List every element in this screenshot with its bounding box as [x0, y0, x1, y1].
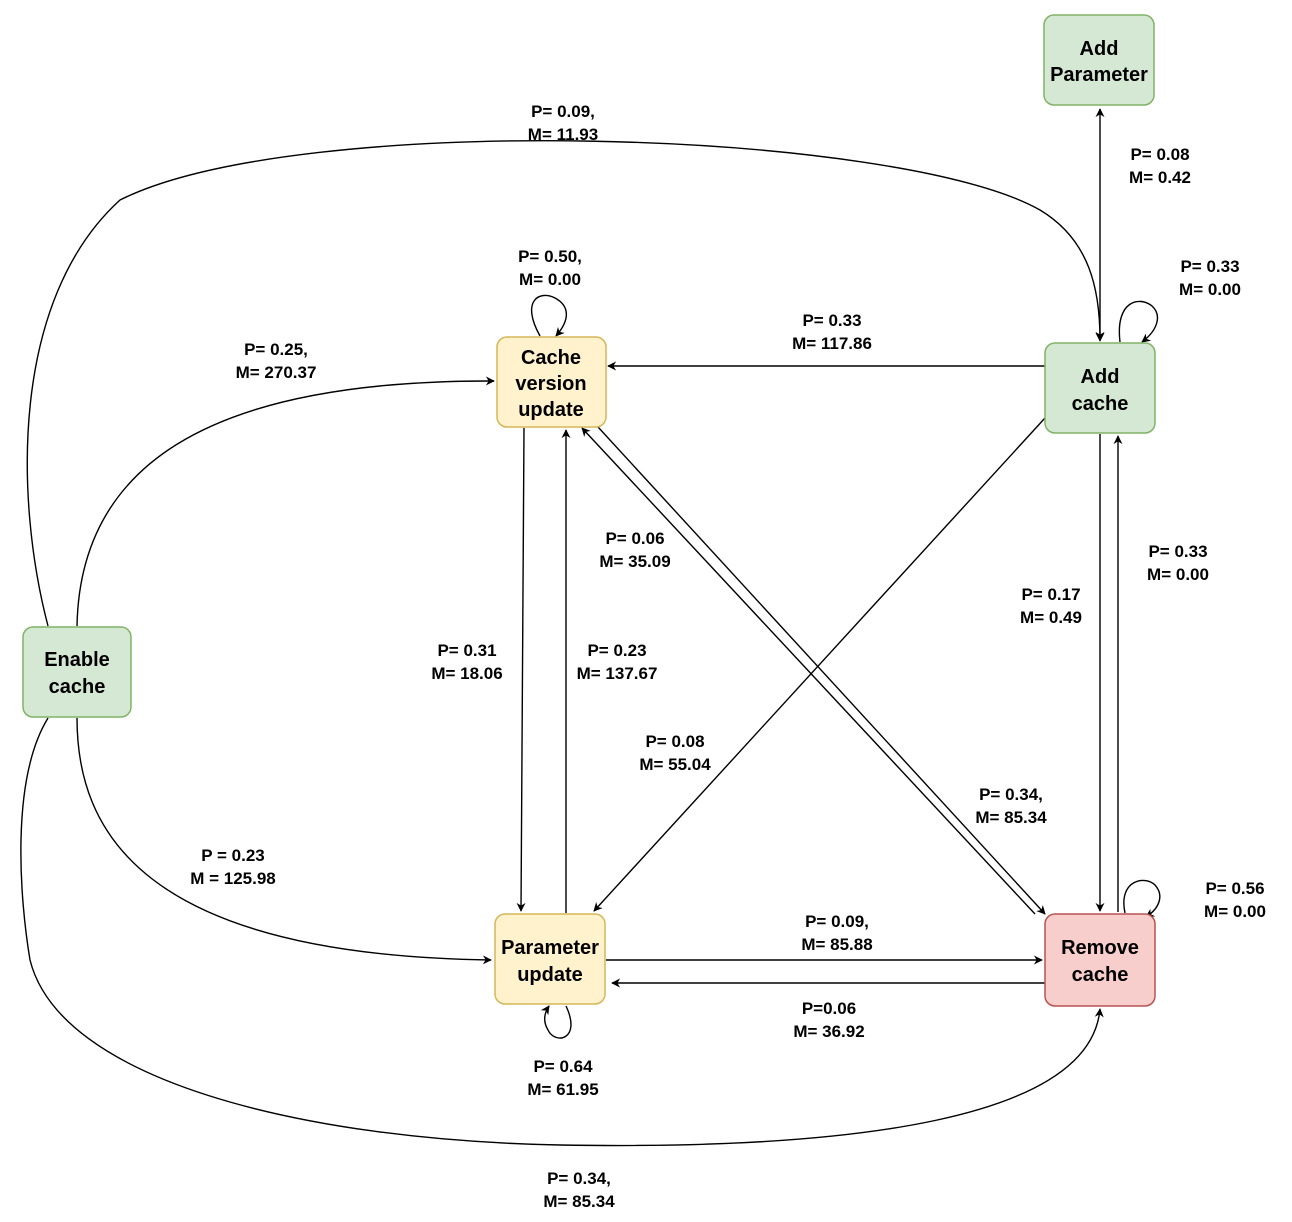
- edges: [20, 108, 1161, 1147]
- edge-label: P= 0.33: [1148, 542, 1207, 561]
- edge-add-cache-self: [1118, 300, 1159, 343]
- edge-label: P= 0.06: [605, 529, 664, 548]
- edge-label: M= 270.37: [236, 363, 317, 382]
- edge-label: M= 11.93: [528, 125, 598, 144]
- node-enable-cache[interactable]: Enable cache: [22, 626, 132, 718]
- node-parameter-update[interactable]: Parameter update: [494, 913, 606, 1005]
- node-label: update: [518, 399, 584, 421]
- node-label: Remove: [1061, 937, 1139, 959]
- edge-label: P= 0.08: [1130, 145, 1189, 164]
- edge-remove-to-cvu: [581, 427, 1036, 915]
- edge-label: P= 0.17: [1021, 585, 1080, 604]
- edge-label: M= 36.92: [793, 1022, 864, 1041]
- edge-label: P= 0.64: [533, 1057, 593, 1076]
- edge-label: P= 0.34,: [547, 1169, 611, 1188]
- node-label: Parameter: [1050, 64, 1148, 86]
- edge-label: P= 0.56: [1205, 879, 1264, 898]
- node-label: cache: [1072, 964, 1129, 986]
- node-label: Parameter: [501, 937, 599, 959]
- node-label: Cache: [521, 347, 581, 369]
- edge-add-cache-to-param: [593, 417, 1046, 912]
- edge-label: P= 0.09,: [531, 102, 595, 121]
- edge-param-self: [540, 1005, 572, 1039]
- edge-enable-to-add-cache: [26, 140, 1105, 627]
- edge-label: P= 0.31: [437, 641, 496, 660]
- node-label: version: [515, 373, 586, 395]
- edge-label: P= 0.25,: [244, 340, 308, 359]
- edge-label: P = 0.23: [201, 846, 265, 865]
- edge-enable-to-cvu: [76, 376, 495, 627]
- edge-cvu-to-param: [516, 427, 526, 912]
- edge-label: P= 0.08: [645, 732, 704, 751]
- node-label: Add: [1081, 366, 1120, 388]
- edge-label: M= 117.86: [792, 334, 872, 353]
- edge-label: M= 0.00: [519, 270, 581, 289]
- edge-label: M= 0.00: [1204, 902, 1266, 921]
- node-add-cache[interactable]: Add cache: [1044, 342, 1156, 434]
- edge-label: M = 125.98: [190, 869, 276, 888]
- edge-label: M= 0.42: [1129, 168, 1191, 187]
- edge-label: M= 0.49: [1020, 608, 1082, 627]
- edge-label: M= 18.06: [431, 664, 502, 683]
- edge-label: M= 85.34: [543, 1192, 615, 1211]
- edge-label: P=0.06: [802, 999, 856, 1018]
- node-label: Add: [1080, 38, 1119, 60]
- edge-remove-self: [1123, 879, 1161, 918]
- edge-label: M= 55.04: [639, 755, 711, 774]
- node-label: cache: [49, 676, 106, 698]
- node-add-parameter[interactable]: Add Parameter: [1043, 14, 1155, 106]
- edge-cvu-self: [530, 294, 568, 337]
- edge-labels: P= 0.09, M= 11.93 P= 0.08 M= 0.42 P= 0.5…: [190, 102, 1266, 1211]
- edge-label: P= 0.33: [802, 311, 861, 330]
- node-label: Enable: [44, 649, 110, 671]
- edge-label: P= 0.23: [587, 641, 646, 660]
- edge-label: M= 35.09: [599, 552, 670, 571]
- edge-label: P= 0.34,: [979, 785, 1043, 804]
- edge-label: M= 0.00: [1147, 565, 1209, 584]
- edge-enable-to-param: [76, 717, 492, 965]
- edge-label: P= 0.33: [1180, 257, 1239, 276]
- nodes: Add Parameter Add cache Cache version up…: [22, 14, 1156, 1007]
- edge-label: M= 0.00: [1179, 280, 1241, 299]
- edge-enable-to-remove: [20, 717, 1104, 1147]
- edge-label: M= 137.67: [577, 664, 658, 683]
- node-label: cache: [1072, 393, 1129, 415]
- edge-label: P= 0.50,: [518, 247, 582, 266]
- edge-label: M= 61.95: [527, 1080, 598, 1099]
- edge-label: M= 85.88: [801, 935, 872, 954]
- edge-label: P= 0.09,: [805, 912, 869, 931]
- edge-label: M= 85.34: [975, 808, 1047, 827]
- node-label: update: [517, 964, 583, 986]
- edge-cvu-to-remove: [597, 426, 1046, 915]
- node-cache-version-update[interactable]: Cache version update: [496, 336, 607, 428]
- node-remove-cache[interactable]: Remove cache: [1044, 913, 1156, 1007]
